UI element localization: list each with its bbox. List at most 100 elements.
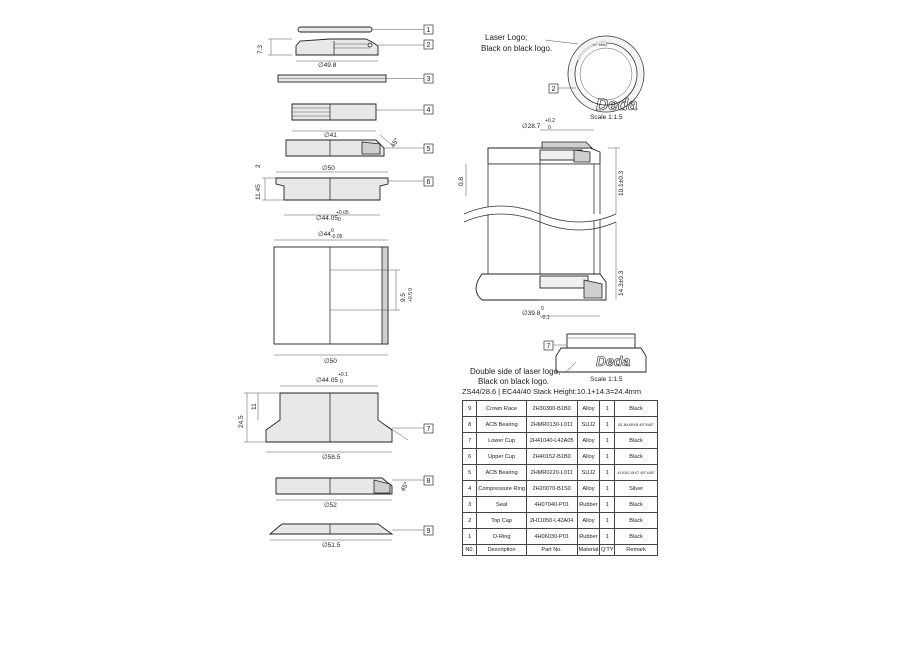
deda-logo-top: Deda: [596, 95, 638, 114]
dim-upper-stack: 10.1±0.3: [618, 170, 625, 196]
table-cell: Crown Race: [476, 400, 527, 417]
callout-3: 3: [427, 76, 431, 83]
double-side-label: Double side of laser logo,: [470, 367, 560, 376]
table-cell: 2HMR0220-L011: [525, 464, 578, 481]
dim-steerer-id: ∅28.7: [522, 123, 541, 130]
dim-upper-cup-tol-dn: 0: [338, 217, 341, 223]
part-compression-ring: [291, 103, 424, 132]
table-cell: 1: [599, 400, 616, 417]
dim-lower-bearing-tol-up: 0: [541, 306, 544, 312]
table-cell: 2H40152-B1B0: [525, 448, 578, 465]
table-cell: Black: [614, 512, 658, 529]
dim-bearing-angle: 45°: [389, 136, 401, 149]
dim-lower-cup-tol-up: +0.1: [338, 372, 348, 378]
table-cell: 5: [461, 464, 478, 481]
table-cell: Compressure Ring: [476, 480, 527, 497]
table-cell: SUJ2: [576, 464, 601, 481]
table-cell: Black: [614, 528, 658, 545]
table-cell: 2H20070-B1S0: [525, 480, 578, 497]
table-cell: Upper Cup: [476, 448, 527, 465]
dim-tube-od: ∅50: [324, 358, 337, 365]
black-logo-label: Black on black logo.: [481, 44, 552, 53]
ring-laser-mark: ◦•◦◦ ᴅᴇᴅᴀ: [592, 42, 607, 47]
scale-label-bottom: Scale 1:1.5: [590, 376, 623, 383]
callout-8: 8: [427, 478, 431, 485]
dim-top-cap-height: 7.3: [257, 45, 264, 54]
table-cell: 41X30.15X7 45°X45°: [614, 464, 658, 481]
table-cell: 8: [461, 416, 478, 433]
table-cell: Rubber: [576, 528, 601, 545]
callout-4: 4: [427, 107, 431, 114]
dim-top-cap-dia: ∅49.8: [318, 62, 337, 69]
table-cell: Alloy: [576, 512, 601, 529]
table-cell: SUJ2: [576, 416, 601, 433]
callout-6: 6: [427, 179, 431, 186]
table-cell: Black: [614, 496, 658, 513]
logo-callout-7: 7: [547, 343, 551, 350]
table-cell: 2H11050-L42A04: [525, 512, 578, 529]
table-cell: 1: [599, 512, 616, 529]
table-cell: Lower Cup: [476, 432, 527, 449]
bom-header-row: N0. Description Part No. Material Q'TY R…: [461, 544, 658, 556]
table-cell: 2: [461, 512, 478, 529]
laser-logo-label: Laser Logo;: [485, 33, 527, 42]
col-part-no: Part No.: [525, 544, 578, 556]
table-cell: Seal: [476, 496, 527, 513]
table-cell: 2HMR0130-L011: [525, 416, 578, 433]
dim-lower-cup-height: 24.5: [238, 415, 245, 428]
logo-callout-2: 2: [552, 86, 556, 93]
dim-tube-tol-up: 0: [331, 228, 334, 234]
part-top-cap: [268, 38, 424, 62]
callout-1: 1: [427, 27, 431, 34]
dim-lower-bearing-od: ∅52: [324, 502, 337, 509]
table-cell: Alloy: [576, 432, 601, 449]
table-cell: 1: [599, 432, 616, 449]
dim-cup-gap: 0.8: [458, 177, 465, 186]
col-material: Material: [576, 544, 601, 556]
table-cell: Black: [614, 400, 658, 417]
dim-steerer-tol-up: +0.2: [545, 118, 555, 124]
top-cap-logo-view: [567, 35, 645, 113]
callout-2: 2: [427, 42, 431, 49]
dim-lower-cup-insert: 11: [251, 403, 258, 410]
table-cell: Alloy: [576, 480, 601, 497]
black-logo-label-2: Black on black logo.: [478, 377, 549, 386]
lower-cup-logo-view: [555, 333, 647, 373]
table-cell: Silver: [614, 480, 658, 497]
dim-tube-id: ∅44: [318, 231, 331, 238]
callout-9: 9: [427, 528, 431, 535]
dim-upper-cup-od: ∅44.05: [316, 215, 338, 222]
part-lower-cup: [244, 385, 424, 453]
table-cell: ACB Bearing: [476, 464, 527, 481]
dim-insert-depth: 9.5: [400, 293, 407, 302]
table-cell: 1: [461, 528, 478, 545]
bill-of-materials: ZS44/28.6 | EC44/40 Stack Height:10.1+14…: [461, 387, 658, 556]
table-cell: 7: [461, 432, 478, 449]
dim-upper-cup-height: 11.45: [255, 184, 262, 200]
col-description: Description: [476, 544, 527, 556]
table-cell: O-Ring: [476, 528, 527, 545]
table-cell: 2H30300-B1B0: [525, 400, 578, 417]
part-crown-race: [268, 523, 424, 541]
table-cell: Alloy: [576, 400, 601, 417]
assembly-section: [463, 129, 620, 317]
dim-lower-cup-od: ∅44.05: [316, 377, 338, 384]
table-cell: 1: [599, 480, 616, 497]
table-cell: Black: [614, 448, 658, 465]
callout-7: 7: [427, 426, 431, 433]
table-cell: 1: [599, 416, 616, 433]
part-upper-cup: [262, 171, 424, 216]
part-acb-bearing-upper: [285, 134, 424, 157]
table-cell: 4H07040-P01: [525, 496, 578, 513]
scale-label-top: Scale 1:1.5: [590, 114, 623, 121]
dim-upper-cup-tol-up: +0.05: [336, 210, 349, 216]
head-tube-section: [273, 239, 400, 356]
dim-lower-bearing-tol-dn: -0.1: [541, 315, 550, 321]
